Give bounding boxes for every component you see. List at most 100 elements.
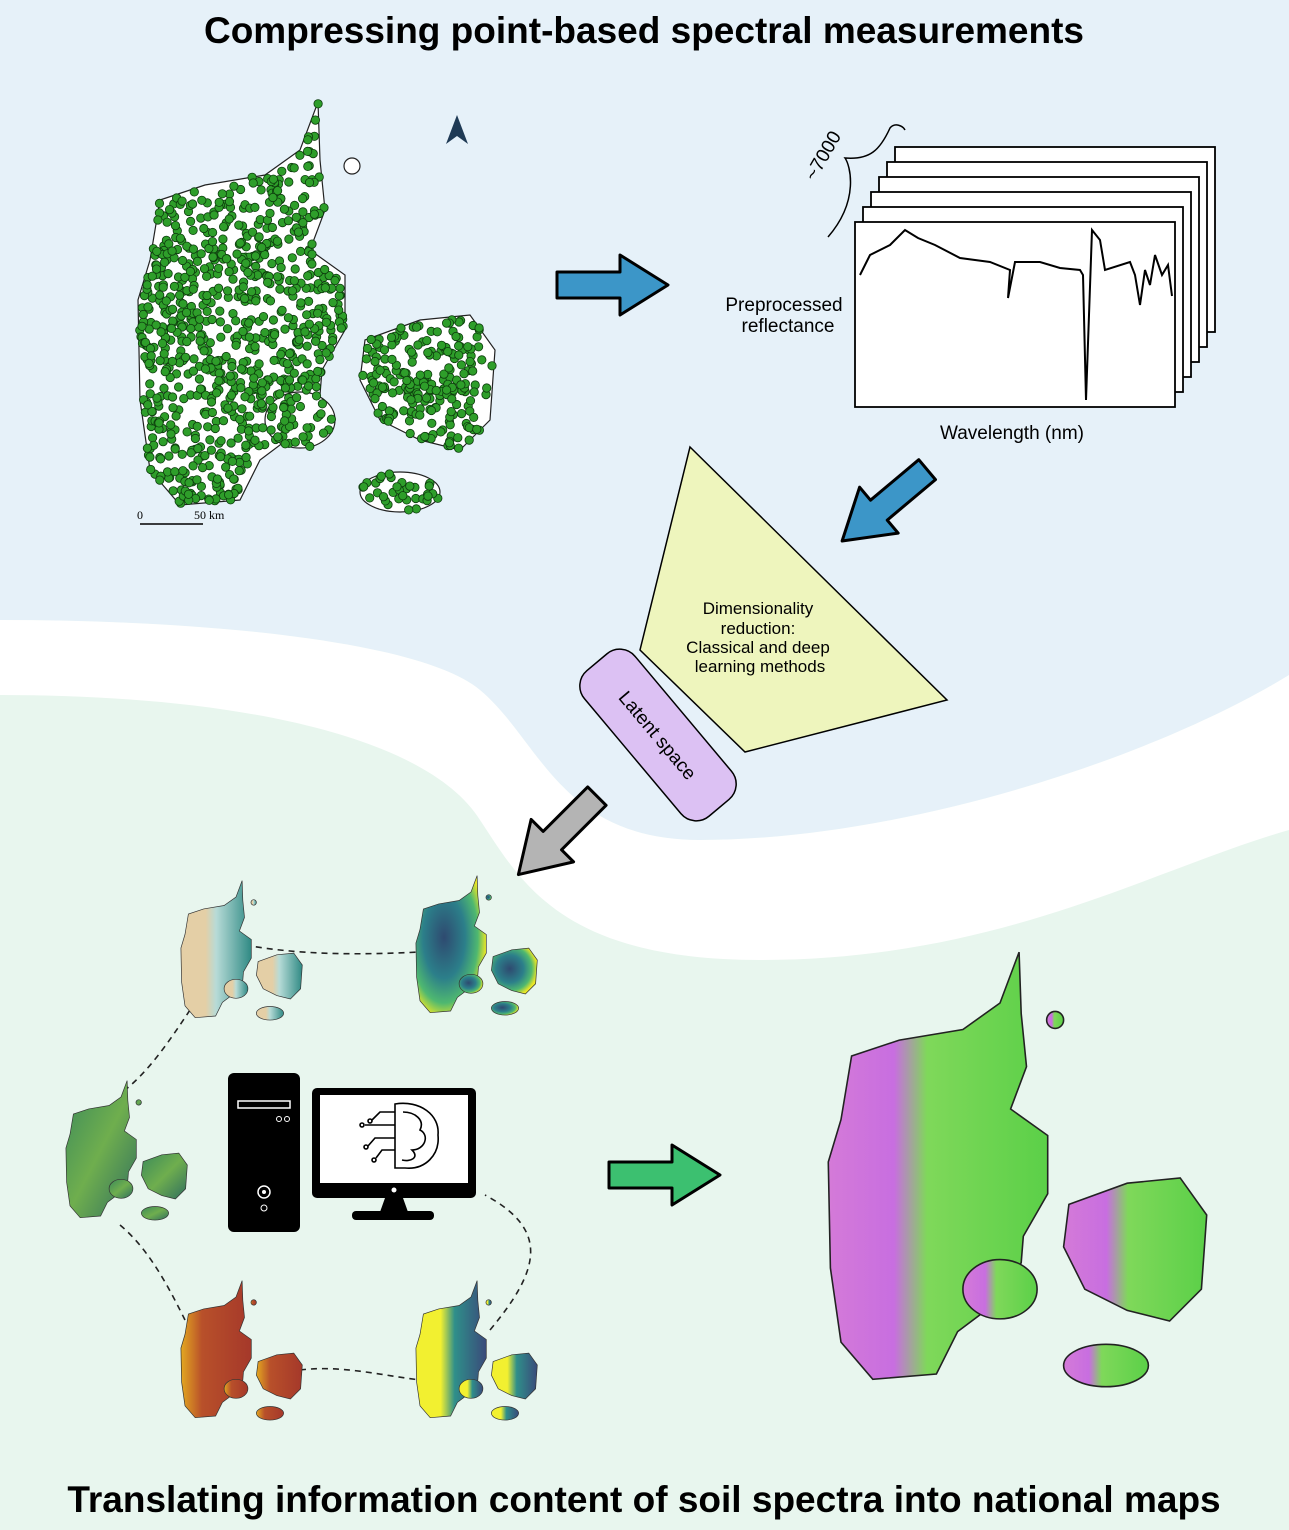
sample-point bbox=[280, 324, 290, 334]
sample-point bbox=[148, 433, 158, 443]
sample-point bbox=[143, 400, 153, 410]
sample-point bbox=[168, 486, 178, 496]
sample-point bbox=[174, 382, 184, 392]
scale-bar: 0 50 km bbox=[137, 508, 225, 525]
sample-point bbox=[238, 282, 248, 292]
sample-point bbox=[383, 416, 393, 426]
sample-point bbox=[240, 293, 250, 304]
sample-point bbox=[444, 438, 454, 448]
sample-point bbox=[155, 475, 165, 485]
sample-point bbox=[188, 244, 198, 254]
sample-point bbox=[146, 464, 156, 475]
sample-point bbox=[459, 369, 469, 379]
sample-point bbox=[256, 185, 266, 195]
sample-point bbox=[453, 341, 464, 351]
sample-point bbox=[199, 346, 209, 356]
sample-point bbox=[375, 365, 385, 375]
sample-point bbox=[291, 392, 302, 403]
sample-point bbox=[170, 444, 180, 454]
sample-point bbox=[377, 401, 387, 412]
sample-point bbox=[465, 396, 476, 406]
sample-point bbox=[154, 198, 165, 208]
sample-point bbox=[384, 469, 394, 479]
sample-point bbox=[152, 246, 162, 256]
sample-point bbox=[303, 381, 314, 391]
sample-point bbox=[370, 393, 380, 404]
funnel-line2: reduction: bbox=[721, 619, 796, 638]
sample-point bbox=[145, 389, 155, 399]
sample-point bbox=[218, 416, 229, 426]
sample-point bbox=[244, 318, 254, 328]
sample-point bbox=[185, 266, 195, 276]
sample-point bbox=[171, 411, 181, 421]
sample-point bbox=[423, 491, 433, 501]
sample-point bbox=[181, 307, 192, 318]
sample-point bbox=[223, 286, 233, 296]
sample-point bbox=[392, 482, 402, 492]
sample-point bbox=[400, 368, 410, 378]
sample-point bbox=[298, 432, 308, 442]
sample-point bbox=[207, 407, 217, 418]
sample-point bbox=[183, 489, 194, 499]
sample-point bbox=[223, 403, 233, 413]
sample-point bbox=[279, 204, 289, 214]
sample-point bbox=[224, 214, 234, 224]
sample-point bbox=[316, 409, 326, 419]
sample-point bbox=[182, 336, 192, 347]
sample-point bbox=[277, 305, 287, 315]
sample-point bbox=[328, 297, 338, 308]
sample-point bbox=[473, 342, 484, 352]
sample-point bbox=[456, 380, 466, 390]
sample-point bbox=[456, 360, 466, 370]
denmark-sample-map bbox=[135, 99, 497, 515]
sample-point bbox=[431, 385, 441, 395]
sample-point bbox=[302, 423, 312, 433]
sample-point bbox=[265, 395, 275, 405]
sample-point bbox=[482, 383, 492, 393]
sample-point bbox=[258, 423, 268, 433]
sample-point bbox=[190, 433, 200, 444]
sample-point bbox=[214, 368, 224, 378]
sample-point bbox=[159, 349, 169, 359]
sample-point bbox=[295, 401, 305, 412]
sample-point bbox=[284, 375, 295, 385]
sample-point bbox=[265, 208, 275, 218]
sample-point bbox=[180, 272, 190, 282]
sample-point bbox=[221, 351, 231, 362]
sample-point bbox=[303, 135, 313, 145]
sample-point bbox=[151, 320, 161, 330]
sample-point bbox=[186, 216, 196, 226]
sample-point bbox=[296, 298, 306, 308]
sample-point bbox=[304, 178, 315, 188]
sample-point bbox=[305, 441, 315, 451]
sample-point bbox=[446, 406, 456, 417]
sample-point bbox=[165, 372, 175, 383]
sample-point bbox=[326, 414, 336, 424]
sample-point bbox=[202, 290, 212, 301]
sample-point bbox=[179, 393, 189, 404]
title-top: Compressing point-based spectral measure… bbox=[204, 10, 1084, 51]
sample-point bbox=[317, 340, 327, 351]
sample-point bbox=[166, 420, 176, 430]
sample-point bbox=[276, 262, 286, 273]
sample-point bbox=[303, 296, 314, 306]
sample-point bbox=[309, 209, 319, 219]
sample-point bbox=[208, 252, 218, 262]
sample-point bbox=[227, 456, 237, 466]
sample-point bbox=[202, 271, 212, 281]
sample-point bbox=[297, 194, 308, 204]
sample-point bbox=[432, 327, 442, 337]
funnel-line1: Dimensionality bbox=[703, 599, 814, 618]
sample-point bbox=[307, 259, 317, 269]
sample-point bbox=[217, 189, 227, 199]
sample-point bbox=[192, 256, 203, 266]
sample-point bbox=[202, 306, 212, 316]
sample-point bbox=[241, 440, 251, 450]
sample-point bbox=[373, 408, 383, 418]
sample-point bbox=[208, 227, 218, 238]
sample-point bbox=[251, 296, 261, 306]
wave-divider bbox=[0, 620, 1289, 960]
ai-brain-icon bbox=[359, 1102, 439, 1169]
sample-point bbox=[472, 424, 482, 434]
